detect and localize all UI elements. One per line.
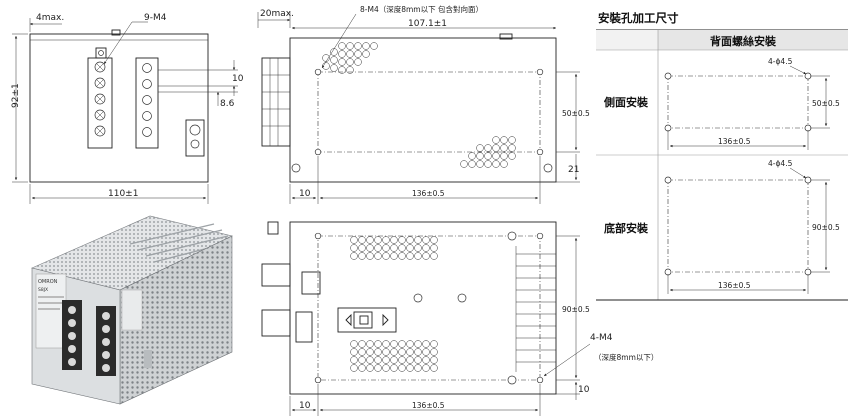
side-dim-10: 10	[299, 189, 311, 199]
front-terminal-block-right	[135, 57, 159, 149]
front-dim-9m4: 9-M4	[144, 13, 167, 23]
bottom-view: 90±0.5 4-M4 （深度8mm以下） 10 10 136±0.5	[261, 221, 658, 416]
photo-brand: OMRON	[38, 279, 58, 285]
bottom-dim-136: 136±0.5	[412, 401, 445, 410]
mount-row-bottom-label: 底部安裝	[604, 221, 649, 235]
mount-row-side-dim-v: 50±0.5	[812, 99, 840, 108]
mount-row-side-outline	[667, 75, 809, 129]
side-dim-136: 136±0.5	[412, 189, 445, 198]
front-dim-width: 110±1	[108, 189, 138, 199]
mount-row-side-label: 側面安裝	[603, 95, 649, 109]
side-terminal-stubs	[261, 57, 291, 147]
side-dim-8m4: 8-M4（深度8mm以下 包含對向面）	[360, 4, 483, 14]
side-dim-21: 21	[568, 165, 579, 175]
front-terminal-screws-right	[142, 63, 152, 137]
front-dim-4max: 4max.	[36, 13, 64, 23]
bottom-housing	[289, 221, 557, 395]
photo-terminal-block-left	[62, 300, 82, 370]
mount-row-side-dim-h: 136±0.5	[718, 137, 751, 146]
bottom-selector-switch	[337, 307, 397, 333]
photo-terminal-block-right	[96, 306, 116, 376]
front-view: 4max. 9-M4 10	[11, 13, 244, 204]
side-vent-holes-upper	[322, 42, 378, 74]
front-terminal-screws-left	[94, 61, 106, 137]
bottom-dim-10-right: 10	[578, 385, 590, 395]
bottom-vent-holes-bottom	[350, 340, 438, 372]
front-dim-10: 10	[232, 74, 244, 84]
mount-row-bottom-holes: 4-ϕ4.5	[768, 159, 793, 168]
side-mount-outline	[317, 71, 541, 153]
photo-model: S8JX	[38, 287, 48, 293]
side-housing	[289, 37, 557, 183]
bottom-dim-4m4-note: （深度8mm以下）	[594, 352, 658, 362]
side-dim-length: 107.1±1	[408, 19, 447, 29]
bottom-dim-10: 10	[299, 401, 311, 411]
mount-table-header: 背面螺絲安裝	[710, 34, 777, 48]
side-vent-holes-lower	[460, 136, 516, 168]
front-dim-height: 92±1	[11, 83, 21, 108]
bottom-dim-4m4: 4-M4	[590, 333, 613, 343]
product-photo: OMRON S8JX	[31, 215, 233, 405]
mount-row-side-holes: 4-ϕ4.5	[768, 57, 793, 66]
mount-table-title: 安裝孔加工尺寸	[598, 11, 679, 25]
bottom-dim-90: 90±0.5	[562, 305, 590, 314]
front-dim-8-6: 8.6	[220, 99, 235, 109]
side-dim-50: 50±0.5	[562, 109, 590, 118]
mount-row-bottom-dim-h: 136±0.5	[718, 281, 751, 290]
side-view: 20max. 8-M4（深度8mm以下 包含對向面） 107.1±1	[257, 4, 590, 204]
mount-row-bottom-dim-v: 90±0.5	[812, 223, 840, 232]
side-dim-20max: 20max.	[260, 9, 294, 19]
bottom-heatsink-fins	[515, 246, 556, 372]
bottom-vent-holes-top	[350, 236, 438, 260]
bottom-mount-outline	[317, 235, 541, 381]
front-housing	[29, 33, 209, 183]
mount-row-bottom-outline	[667, 179, 809, 273]
mount-table: 安裝孔加工尺寸 背面螺絲安裝 側面安裝 4-ϕ4.5 50±0.5 136±0.…	[596, 11, 848, 301]
